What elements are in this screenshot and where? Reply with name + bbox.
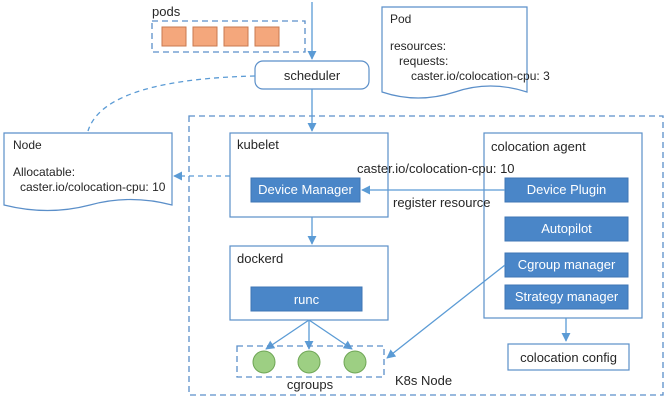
cpu-resource-edge-label: caster.io/colocation-cpu: 10 [357,161,515,176]
cgroup-node [343,350,367,374]
pod-note-line: resources: [390,39,446,53]
dockerd-label: dockerd [237,251,283,266]
runc-label: runc [294,292,320,307]
strategy-manager-label: Strategy manager [515,289,619,304]
strategy-manager-box [504,284,629,310]
runc-to-cgroup-arrow [265,319,310,350]
cgroup-manager-label: Cgroup manager [518,257,616,272]
node-allocatable-note [3,132,173,212]
device-plugin-label: Device Plugin [527,182,607,197]
autopilot-label: Autopilot [541,221,592,236]
pod-note-line: caster.io/colocation-cpu: 3 [411,69,550,83]
cgroup-node [297,350,321,374]
pod-note-title: Pod [390,12,411,26]
colocation-agent-label: colocation agent [491,139,586,154]
node-note-line: caster.io/colocation-cpu: 10 [20,180,166,194]
k8s-node-group [188,115,664,396]
k8s-node-label: K8s Node [395,373,452,388]
pods-label: pods [152,4,181,19]
scheduler-node-link [87,75,256,132]
kubelet-box [229,132,389,218]
pod-note-line: requests: [399,54,448,68]
scheduler-label: scheduler [284,68,341,83]
pod-spec-note [381,6,528,99]
pod-block [161,26,187,47]
device-manager-box [250,177,361,203]
runc-to-cgroup-arrow [308,319,353,350]
runc-box [250,286,363,312]
register-resource-edge-label: register resource [393,195,491,210]
node-note-title: Node [13,138,42,152]
cgroup-manager-to-cgroups-arrow [386,264,506,359]
pods-group [151,20,306,53]
cgroup-node [252,350,276,374]
pod-block [192,26,218,47]
node-note-line: Allocatable: [13,165,75,179]
device-manager-label: Device Manager [258,182,353,197]
colocation-config-label: colocation config [520,350,617,365]
autopilot-box [504,216,629,242]
cgroups-group [236,345,385,378]
cgroups-label: cgroups [287,377,334,392]
pod-block [254,26,280,47]
kubelet-label: kubelet [237,137,279,152]
colocation-config-box [507,343,630,371]
pod-block [223,26,249,47]
